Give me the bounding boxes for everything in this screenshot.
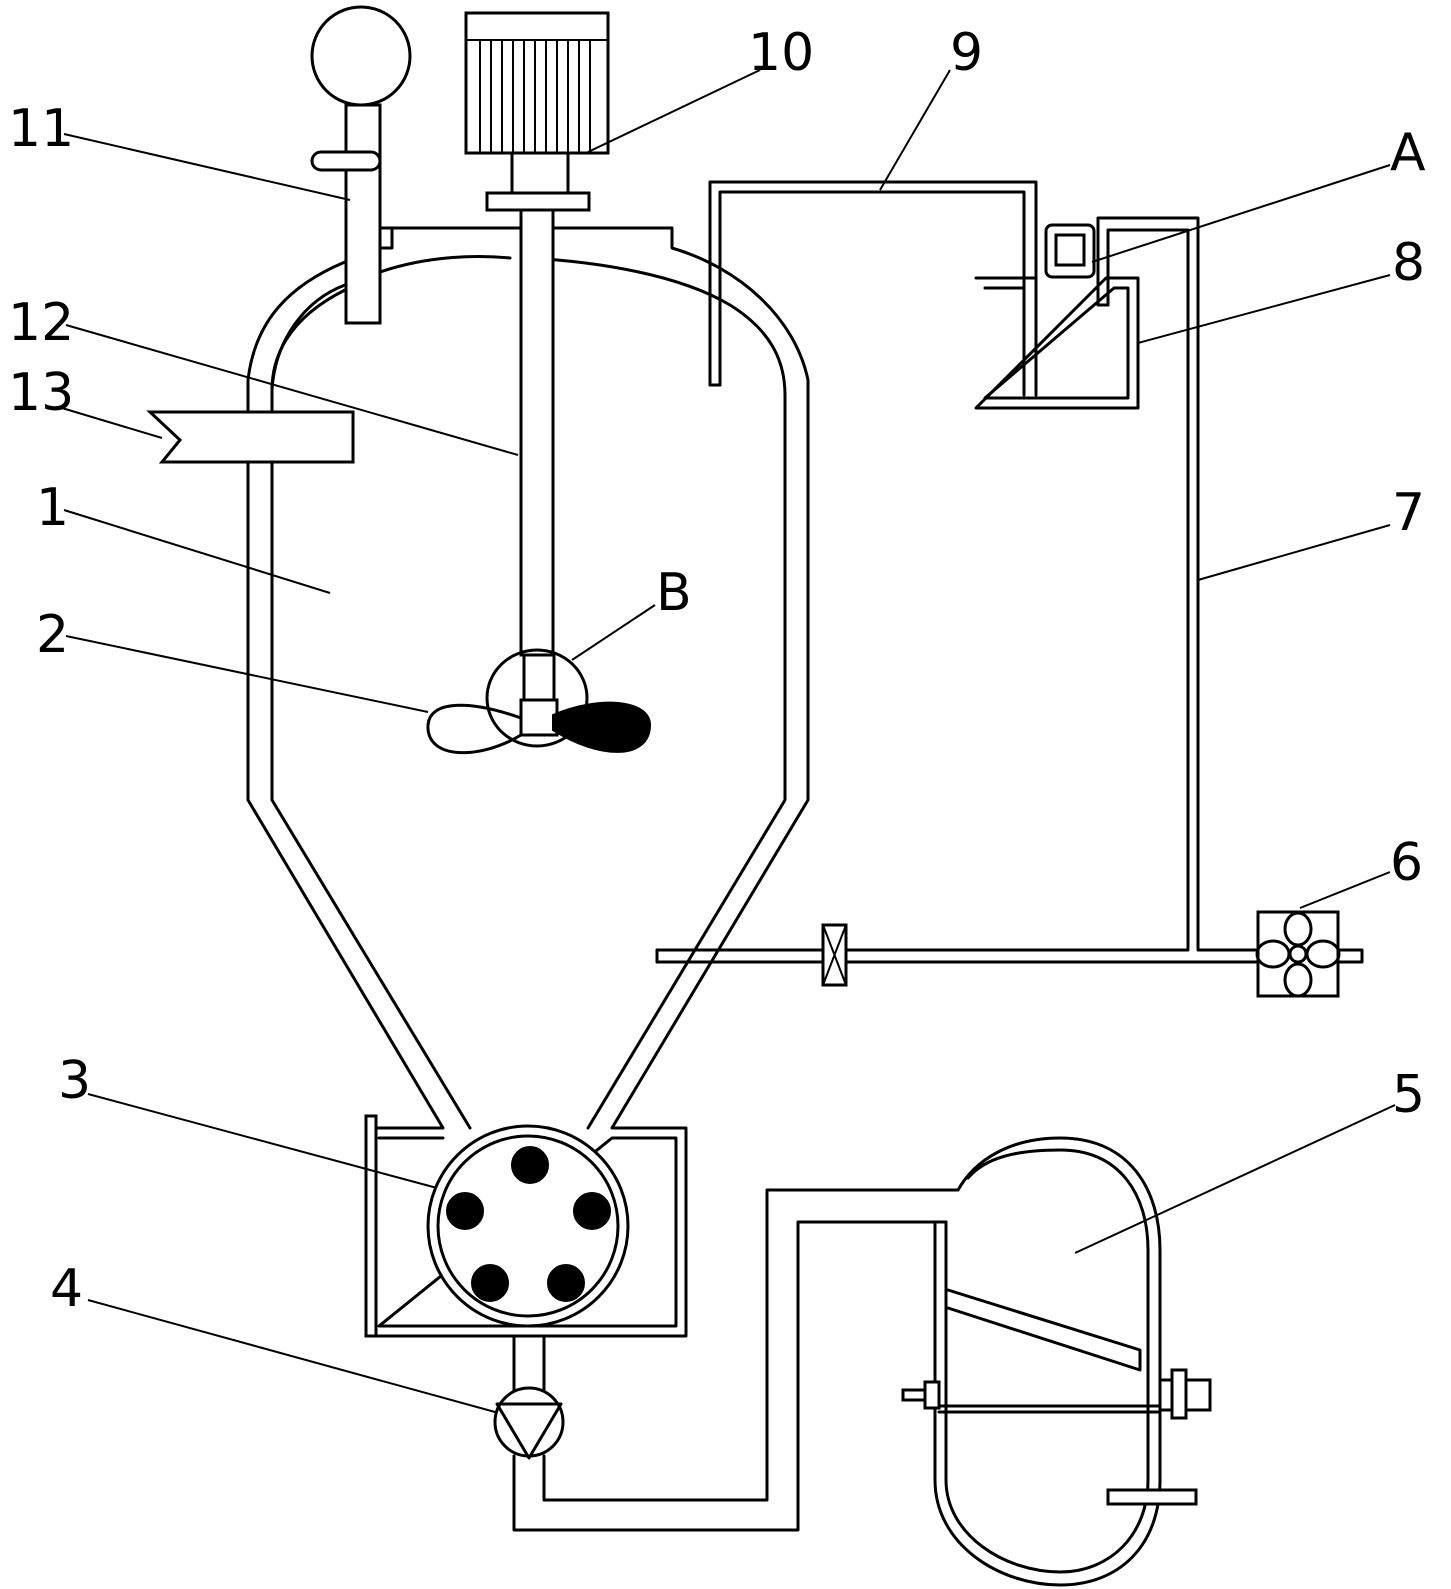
fan — [1257, 912, 1339, 996]
motor — [466, 13, 608, 210]
label-1: 1 — [36, 478, 69, 538]
labels: 11 10 9 A 8 12 13 7 1 B 2 6 3 5 4 — [8, 23, 1426, 1319]
label-7: 7 — [1392, 483, 1425, 543]
pressure-gauge — [312, 7, 410, 323]
label-12: 12 — [8, 293, 74, 353]
label-9: 9 — [950, 23, 983, 83]
label-13: 13 — [8, 363, 74, 423]
label-a: A — [1390, 123, 1426, 183]
label-11: 11 — [8, 99, 74, 159]
label-6: 6 — [1390, 833, 1423, 893]
label-4: 4 — [50, 1259, 83, 1319]
inlet-pipe — [150, 412, 353, 462]
label-10: 10 — [748, 23, 814, 83]
label-8: 8 — [1392, 233, 1425, 293]
label-3: 3 — [58, 1051, 91, 1111]
separator-vessel — [903, 1138, 1210, 1585]
label-5: 5 — [1392, 1065, 1425, 1125]
stirring-shaft — [521, 210, 557, 735]
collection-box — [976, 278, 1138, 408]
leader-lines — [62, 70, 1395, 1412]
label-2: 2 — [36, 605, 69, 665]
rotary-feeder — [366, 1116, 676, 1336]
label-b: B — [656, 563, 692, 623]
